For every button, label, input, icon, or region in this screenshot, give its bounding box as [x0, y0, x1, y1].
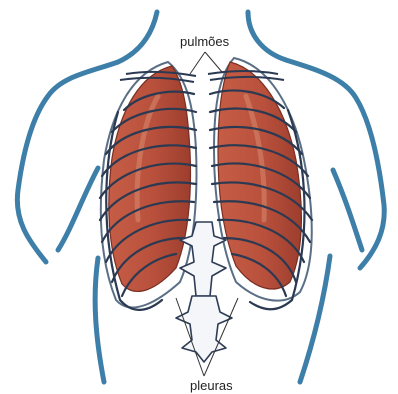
- right-lung: [218, 62, 301, 289]
- right-waist-line: [300, 256, 330, 382]
- pleura-label: pleuras: [190, 378, 233, 393]
- lungs-label: pulmões: [180, 34, 229, 49]
- spine-body: [176, 296, 232, 362]
- leader-lungs-left: [190, 52, 205, 74]
- left-arm-line: [58, 168, 98, 250]
- leader-lungs-right: [205, 52, 222, 72]
- right-arm-line: [333, 170, 362, 250]
- left-waist-line: [95, 258, 104, 382]
